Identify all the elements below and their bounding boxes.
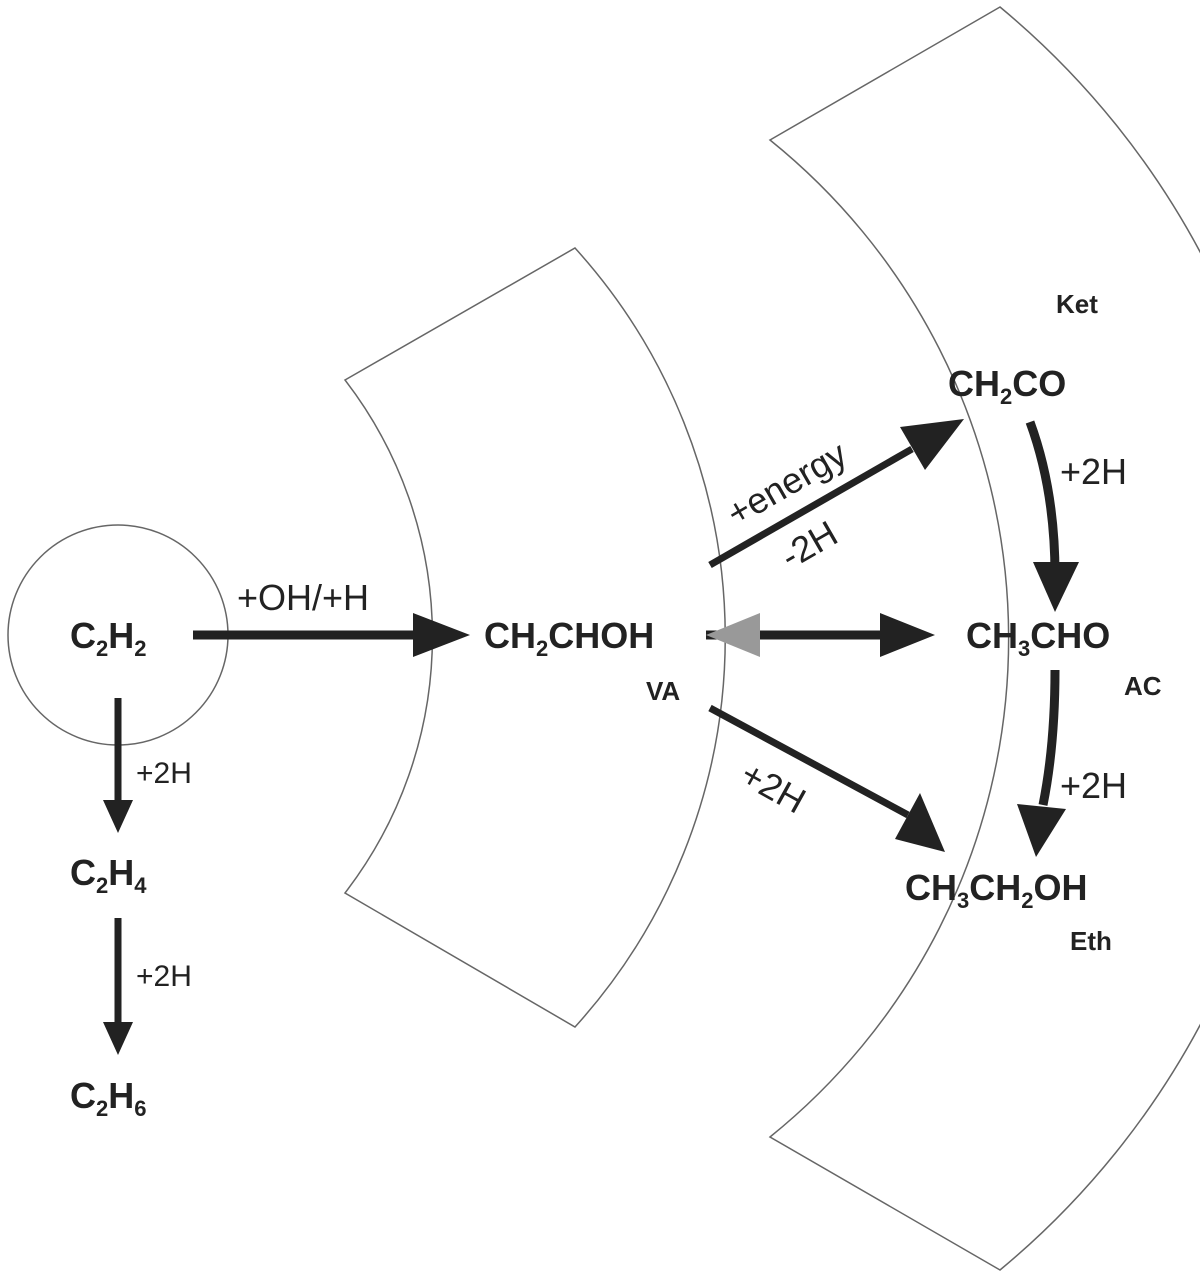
va-region-band [343,247,726,1028]
arrow-c2h4-to-c2h6-head [103,1022,133,1055]
ac-formula: CH3CHO [966,615,1110,661]
c2h4-label: C2H4 [70,852,147,898]
eth-abbr: Eth [1070,926,1112,956]
step-ac-to-eth-label: +2H [1060,765,1127,806]
step-c2h4-to-c2h6-label: +2H [136,960,192,993]
c2h6-label: C2H6 [70,1075,147,1121]
arrow-ket-to-ac-head [1033,562,1079,612]
arrow-va-to-ac-head [880,613,935,657]
step-va-to-eth-label: +2H [734,753,813,821]
ket-abbr: Ket [1056,289,1098,319]
step-c2h2-to-c2h4-label: +2H [136,757,192,790]
arrow-c2h2-to-va-head [413,613,470,657]
arrow-ket-to-ac-shaft [1025,420,1060,576]
arrow-ac-to-eth-shaft [1038,669,1060,806]
arrow-va-to-ket-head [900,419,964,470]
step-c2h2-to-va-label: +OH/+H [237,577,369,618]
arrow-c2h2-to-c2h4-head [103,800,133,833]
ac-abbr: AC [1124,671,1162,701]
arrow-va-to-ket-shaft [708,445,914,569]
c2h2-label: C2H2 [70,615,147,661]
arrow-ac-to-va-head [706,613,760,657]
arrow-ac-to-eth-head [1017,804,1066,857]
va-abbr: VA [646,676,680,706]
product-region-band [768,6,1200,1271]
step-ket-to-ac-label: +2H [1060,451,1127,492]
arrow-va-to-eth-head [895,793,945,852]
eth-formula: CH3CH2OH [905,867,1088,913]
va-formula: CH2CHOH [484,615,654,661]
ket-formula: CH2CO [948,363,1066,409]
arrow-va-to-eth-shaft [708,704,910,819]
